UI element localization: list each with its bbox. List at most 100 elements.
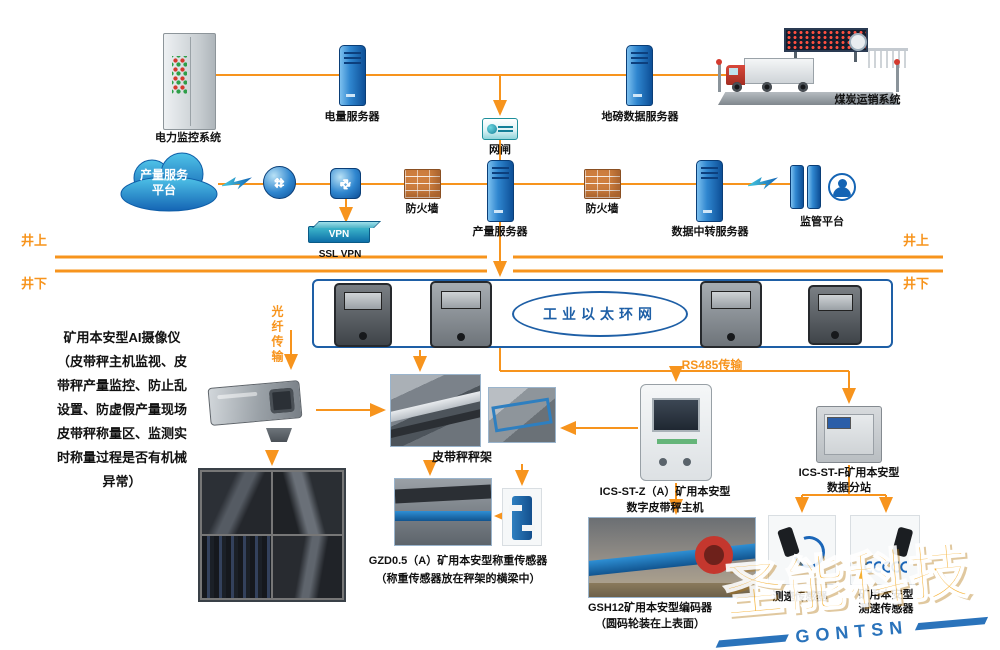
- camera-mount: [266, 428, 292, 442]
- lightning-icon: [222, 177, 252, 190]
- switch-icon: ⇄ ⇄: [330, 168, 361, 199]
- mini-server: [790, 165, 804, 209]
- photo-detail: [395, 484, 491, 504]
- encoder-wheel: [695, 536, 733, 574]
- sensor-photo: [850, 515, 920, 585]
- encoder-photo: [588, 517, 756, 598]
- firewall-label: 防火墙: [405, 203, 439, 215]
- scale-host-cabinet: [640, 384, 712, 481]
- substation-screen: [827, 417, 851, 429]
- signal-post: [894, 59, 900, 92]
- cctv-cell: [202, 536, 271, 598]
- ethernet-ring: 工业以太环网: [512, 291, 688, 337]
- supervision-platform-icon: [790, 163, 858, 213]
- power-server-tower: [339, 45, 366, 106]
- weighbridge-server-tower: [626, 45, 653, 106]
- load-cell-label-2: （称重传感器放在秤架的横梁中）: [375, 573, 541, 585]
- shaft-below-label: 井下: [902, 276, 929, 291]
- encoder-label-1: GSH12矿用本安型编码器: [587, 602, 713, 614]
- supervision-label: 监管平台: [800, 216, 844, 228]
- lightning-icon: [748, 177, 778, 190]
- photo-detail: [395, 511, 491, 521]
- speed-sensor-photo: [768, 515, 836, 585]
- indicator-lights: [172, 56, 187, 94]
- coal-sales-label: 煤炭运销系统: [834, 94, 901, 106]
- sensor-label-1: 矿用本安型: [858, 589, 914, 601]
- host-button: [683, 458, 691, 466]
- led-leg: [794, 52, 797, 62]
- cctv-cell: [273, 536, 342, 598]
- device-knob: [727, 332, 735, 341]
- brand-en-name: GONTSN: [794, 616, 909, 647]
- firewall-label: 防火墙: [585, 203, 619, 215]
- shaft-below-label: 井下: [20, 276, 47, 291]
- speed-sensor-label: 测速传感器: [772, 591, 828, 603]
- router-arrows: ⇄: [274, 175, 285, 190]
- firewall-icon: [404, 169, 441, 199]
- person-icon: [828, 173, 856, 201]
- vpn-device: VPN: [308, 226, 370, 243]
- substation-label-1: ICS-ST-F矿用本安型: [798, 467, 900, 479]
- brand-bar: [716, 634, 790, 648]
- power-server-label: 电量服务器: [324, 111, 380, 123]
- power-monitor-label: 电力监控系统: [155, 132, 221, 144]
- cctv-cell: [202, 472, 271, 534]
- router-arrows: ⇄: [272, 177, 287, 188]
- device-knob: [457, 332, 465, 341]
- ring-frame: [312, 279, 893, 348]
- firewall-icon: [584, 169, 621, 199]
- gateway-label: 网闸: [489, 144, 511, 156]
- belt-scale-frame-photo: [488, 387, 556, 443]
- ssl-vpn-label: SSL VPN: [318, 249, 362, 260]
- production-server-label: 产量服务器: [472, 226, 528, 238]
- device-screen: [344, 292, 382, 311]
- weighbridge-server-label: 地磅数据服务器: [601, 111, 679, 123]
- router-icon: ⇄ ⇄: [263, 166, 296, 199]
- cloud-icon: [120, 152, 218, 212]
- ring-label: 工业以太环网: [543, 306, 657, 322]
- truck-wheel: [798, 82, 808, 92]
- shaft-above-label: 井上: [902, 233, 929, 248]
- vpn-label: VPN: [328, 229, 350, 240]
- belt-conveyor-photo: [390, 374, 481, 447]
- conveyor-photo: [394, 478, 492, 546]
- device-screen: [710, 290, 752, 310]
- device-knob: [831, 330, 839, 339]
- ai-camera-note: 矿用本安型AI摄像仪（皮带秤主机监视、皮带秤产量监控、防止乱设置、防虚假产量现场…: [56, 330, 187, 489]
- camera-body: [207, 380, 303, 426]
- ring-device: [808, 285, 862, 345]
- encoder-label-2: （圆码轮装在上表面）: [595, 618, 705, 630]
- relay-server-label: 数据中转服务器: [671, 226, 749, 238]
- truck-wheel: [732, 82, 742, 92]
- ring-device: [334, 283, 392, 347]
- scale-host-label-1: ICS-ST-Z（A）矿用本安型: [599, 486, 731, 498]
- led-display: [784, 28, 868, 52]
- scale-host-label-2: 数字皮带秤主机: [626, 502, 704, 514]
- sensor-label-2: 测速传感器: [858, 603, 914, 615]
- power-monitor-cabinet: [163, 33, 216, 130]
- led-leg: [854, 52, 857, 62]
- host-logo: [657, 439, 697, 444]
- belt-frame-label: 皮带秤秤架: [431, 450, 492, 464]
- cctv-monitor: [198, 468, 346, 602]
- ai-camera-photo: [203, 372, 312, 448]
- shaft-above-label: 井上: [20, 233, 47, 248]
- load-cell-label-1: GZD0.5（A）矿用本安型称重传感器: [368, 555, 548, 567]
- mini-server: [807, 165, 821, 209]
- photo-detail: [589, 583, 755, 597]
- weighbridge-platform: [718, 92, 900, 105]
- coal-sales-scene: [716, 28, 910, 114]
- sensor-head: [891, 526, 914, 558]
- data-substation: [816, 406, 882, 463]
- cctv-cell: [273, 472, 342, 534]
- substation-label-2: 数据分站: [827, 482, 871, 494]
- device-screen: [817, 293, 853, 311]
- brand-bar: [914, 616, 988, 631]
- truck-trailer: [744, 58, 814, 84]
- host-button: [659, 458, 667, 466]
- fiber-label: 光纤传输: [270, 305, 284, 365]
- photo-detail: [491, 397, 553, 433]
- load-cell: [509, 496, 535, 540]
- network-gate-device: [482, 118, 518, 140]
